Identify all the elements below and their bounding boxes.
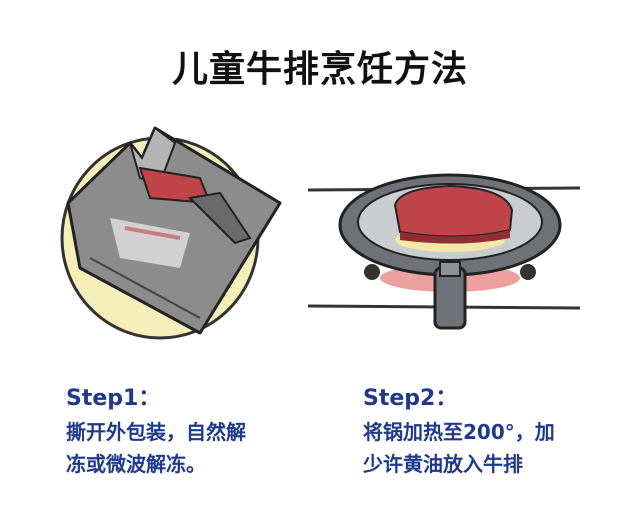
step-1-line-2: 冻或微波解冻。 xyxy=(66,452,206,476)
page-title: 儿童牛排烹饪方法 xyxy=(171,49,468,90)
frozen-steak-package-icon xyxy=(50,108,290,346)
step-2-line-1: 将锅加热至200°，加 xyxy=(363,420,555,444)
step-1-block: Step1： 撕开外包装，自然解 冻或微波解冻。 xyxy=(66,384,316,480)
step-2-line-2: 少许黄油放入牛排 xyxy=(363,452,523,476)
step-1-line-1: 撕开外包装，自然解 xyxy=(66,420,246,444)
step-1-label: Step1： xyxy=(66,386,161,411)
step-2-block: Step2： 将锅加热至200°，加 少许黄油放入牛排 xyxy=(363,384,613,480)
step-2-description: 将锅加热至200°，加 少许黄油放入牛排 xyxy=(363,416,613,480)
step-1-description: 撕开外包装，自然解 冻或微波解冻。 xyxy=(66,416,316,480)
frying-pan-steak-icon xyxy=(300,150,600,350)
step-2-label: Step2： xyxy=(363,386,458,411)
